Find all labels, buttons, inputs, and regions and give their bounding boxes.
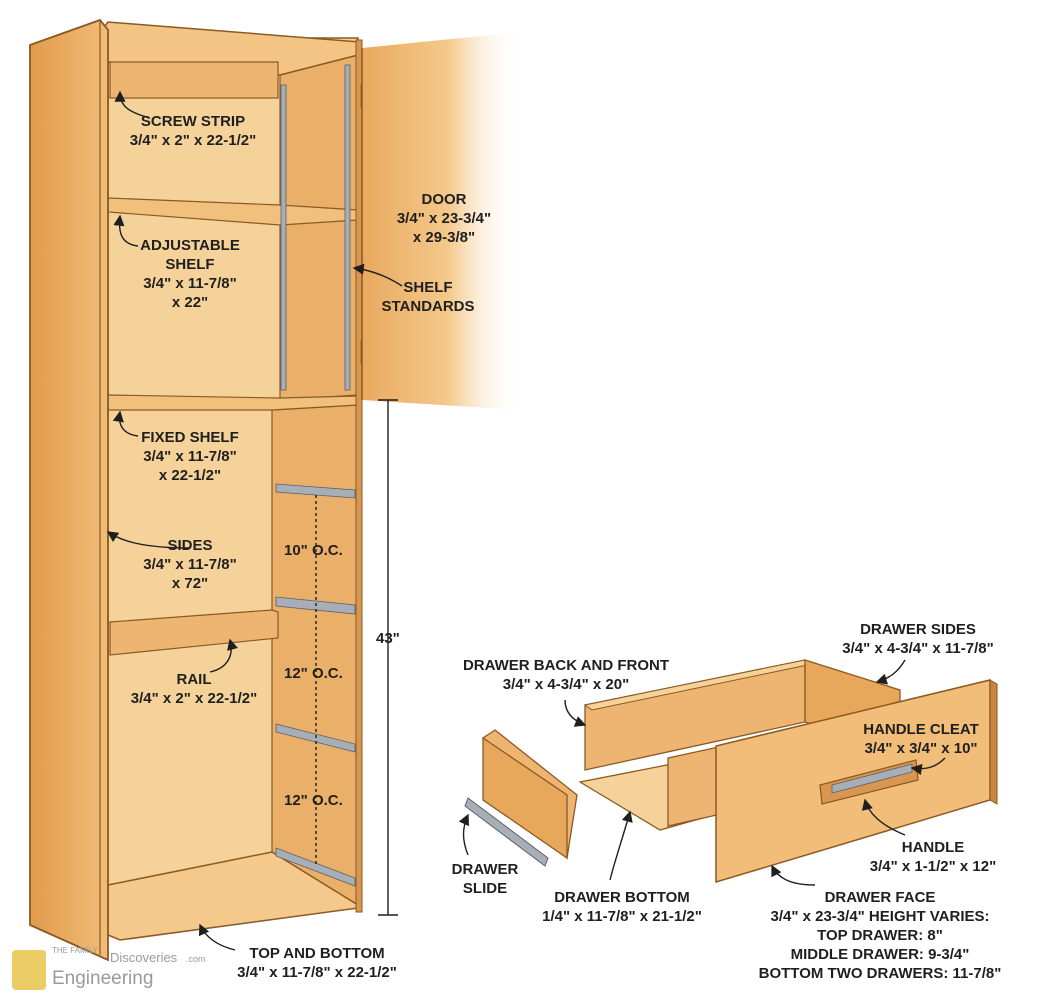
shelf-standards (280, 64, 351, 391)
label-screw-strip: SCREW STRIP 3/4" x 2" x 22-1/2" (108, 112, 278, 150)
label-spacing-3: 12" O.C. (284, 792, 343, 809)
label-drawer-face-dims: 3/4" x 23-3/4" HEIGHT VARIES: (770, 908, 990, 925)
label-drawer-back-front: DRAWER BACK AND FRONT 3/4" x 4-3/4" x 20… (446, 656, 686, 694)
label-drawer-face-dims3: MIDDLE DRAWER: 9-3/4" (790, 946, 970, 963)
label-shelf-standards: SHELF STANDARDS (368, 278, 488, 316)
leader-handle (861, 798, 906, 836)
label-spacing-2: 12" O.C. (284, 665, 343, 682)
label-spacing-1: 10" O.C. (284, 542, 343, 559)
leader-lines (106, 90, 946, 951)
screw-strip (109, 61, 279, 99)
label-drawer-face-dims4: BOTTOM TWO DRAWERS: 11-7/8" (758, 965, 1002, 982)
label-drawer-sides-dims: 3/4" x 4-3/4" x 11-7/8" (842, 640, 994, 657)
shelf-standard-left (280, 84, 287, 391)
cabinet-slide-4 (275, 847, 356, 887)
label-drawer-slide-title: DRAWER (451, 861, 519, 878)
label-rail: RAIL 3/4" x 2" x 22-1/2" (104, 670, 284, 708)
cabinet-slide-1 (275, 483, 356, 499)
leader-handle-cleat (910, 757, 946, 776)
cabinet (29, 18, 374, 962)
label-handle-cleat-title: HANDLE CLEAT (863, 721, 979, 738)
label-drawer-face-title: DRAWER FACE (824, 889, 936, 906)
label-drawer-back-front-title: DRAWER BACK AND FRONT (462, 657, 670, 674)
leader-sides (106, 531, 191, 549)
label-rail-dims: 3/4" x 2" x 22-1/2" (130, 690, 258, 707)
watermark-logo (12, 950, 46, 990)
watermark-suffix: .com (186, 954, 206, 964)
label-adjustable-shelf: ADJUSTABLE SHELF 3/4" x 11-7/8" x 22" (110, 236, 270, 312)
label-drawer-slide: DRAWER SLIDE (440, 860, 530, 898)
inner-right-side-lower (271, 404, 359, 907)
watermark-line1: Discoveries (110, 950, 178, 965)
leader-drawer-sides (875, 659, 906, 685)
label-sides-dims2: x 72" (171, 575, 209, 592)
leader-drawer-back-front (564, 699, 587, 727)
label-fixed-shelf: FIXED SHELF 3/4" x 11-7/8" x 22-1/2" (110, 428, 270, 485)
label-top-bottom-title: TOP AND BOTTOM (249, 945, 385, 962)
label-drawer-face: DRAWER FACE 3/4" x 23-3/4" HEIGHT VARIES… (730, 888, 1030, 983)
label-sides: SIDES 3/4" x 11-7/8" x 72" (110, 536, 270, 593)
label-rail-title: RAIL (176, 671, 212, 688)
leader-adjustable-shelf (113, 214, 139, 247)
label-handle: HANDLE 3/4" x 1-1/2" x 12" (848, 838, 1018, 876)
right-side-edge (355, 39, 363, 913)
label-drawer-bottom-title: DRAWER BOTTOM (554, 889, 690, 906)
label-height: 43" (376, 630, 400, 647)
label-drawer-sides: DRAWER SIDES 3/4" x 4-3/4" x 11-7/8" (818, 620, 1018, 658)
label-fixed-shelf-dims: 3/4" x 11-7/8" (143, 448, 237, 465)
label-handle-cleat-dims: 3/4" x 3/4" x 10" (864, 740, 978, 757)
drawer-slide (464, 797, 549, 867)
leader-screw-strip (114, 90, 151, 119)
leader-top-bottom (198, 923, 236, 951)
label-top-bottom: TOP AND BOTTOM 3/4" x 11-7/8" x 22-1/2" (212, 944, 422, 982)
watermark-line2: Engineering (52, 968, 154, 989)
watermark-tag: THE FAMILY (52, 946, 99, 955)
leader-rail (209, 638, 238, 673)
label-fixed-shelf-title: FIXED SHELF (141, 429, 239, 446)
leader-drawer-face (771, 864, 816, 886)
shelf-standard-right (344, 64, 351, 391)
label-drawer-bottom: DRAWER BOTTOM 1/4" x 11-7/8" x 21-1/2" (512, 888, 732, 926)
drawer-left-side-face (482, 736, 568, 860)
label-drawer-bottom-dims: 1/4" x 11-7/8" x 21-1/2" (542, 908, 702, 925)
label-door-title: DOOR (421, 191, 467, 208)
label-adjustable-shelf-dims: 3/4" x 11-7/8" (143, 275, 237, 292)
label-adjustable-shelf-title2: SHELF (165, 256, 215, 273)
label-screw-strip-title: SCREW STRIP (140, 113, 246, 130)
label-door: DOOR 3/4" x 23-3/4" x 29-3/8" (376, 190, 512, 247)
leader-drawer-slide (458, 813, 469, 856)
label-sides-title: SIDES (167, 537, 213, 554)
label-shelf-standards-title: SHELF (403, 279, 453, 296)
left-side-panel (29, 18, 109, 962)
label-drawer-slide-title2: SLIDE (462, 880, 508, 897)
label-fixed-shelf-dims2: x 22-1/2" (158, 467, 222, 484)
label-handle-cleat: HANDLE CLEAT 3/4" x 3/4" x 10" (846, 720, 996, 758)
rail (109, 609, 279, 656)
fixed-shelf (107, 394, 359, 411)
door-panel (362, 32, 520, 410)
label-handle-dims: 3/4" x 1-1/2" x 12" (869, 858, 997, 875)
label-door-dims: 3/4" x 23-3/4" (396, 210, 492, 227)
label-shelf-standards-title2: STANDARDS (381, 298, 475, 315)
label-door-dims2: x 29-3/8" (412, 229, 476, 246)
label-adjustable-shelf-title: ADJUSTABLE (140, 237, 240, 254)
watermark: THE FAMILY Discoveries .com Engineering (6, 944, 236, 996)
leader-fixed-shelf (112, 410, 139, 437)
label-screw-strip-dims: 3/4" x 2" x 22-1/2" (129, 132, 257, 149)
label-adjustable-shelf-dims2: x 22" (171, 294, 209, 311)
label-top-bottom-dims: 3/4" x 11-7/8" x 22-1/2" (237, 964, 397, 981)
label-drawer-back-front-dims: 3/4" x 4-3/4" x 20" (502, 676, 630, 693)
label-drawer-face-dims2: TOP DRAWER: 8" (817, 927, 943, 944)
label-sides-dims: 3/4" x 11-7/8" (143, 556, 237, 573)
label-handle-title: HANDLE (901, 839, 965, 856)
drawer-assembly (464, 659, 998, 884)
drawer-face-edge (989, 679, 998, 805)
leader-shelf-standards (352, 263, 403, 287)
leader-drawer-bottom (609, 810, 633, 881)
label-drawer-sides-title: DRAWER SIDES (860, 621, 976, 638)
